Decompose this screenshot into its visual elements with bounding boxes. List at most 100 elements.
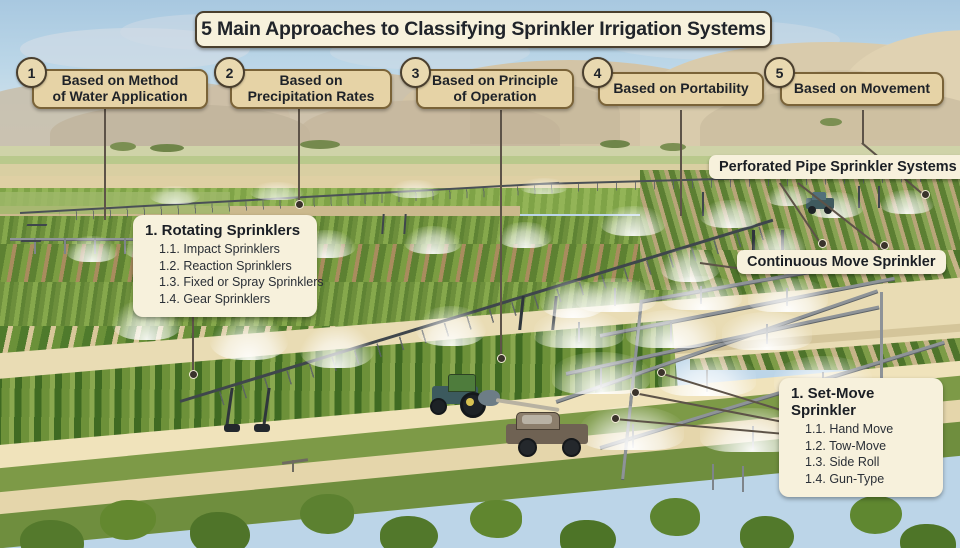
list-item: 1.1. Hand Move (805, 422, 894, 436)
tractor-cab (448, 374, 476, 392)
riser (766, 324, 768, 344)
category-number: 1 (27, 64, 36, 81)
distant-tree (300, 140, 340, 149)
list-item: 1.4. Gun-Type (805, 471, 885, 486)
riser (670, 322, 672, 342)
category-badge-5: 5 (764, 57, 795, 88)
category-box-2[interactable]: Based on Precipitation Rates (230, 69, 392, 109)
list-item: 1.2. Reaction Sprinklers (159, 258, 292, 273)
riser (632, 424, 634, 448)
riser (786, 288, 788, 306)
riser (712, 464, 714, 490)
list-item: 1.3. Fixed or Spray Sprinklers (159, 275, 324, 290)
panel-heading: 1. Rotating Sprinklers (145, 222, 301, 239)
pivot-tower (858, 186, 880, 208)
category-number: 5 (775, 64, 784, 81)
detail-panel-set-move-sprinkler[interactable]: 1. Set-Move Sprinkler 1.1. Hand Move 1.2… (779, 378, 943, 497)
leader-endpoint-callout-1b (818, 239, 827, 248)
grid-header-pipe (880, 292, 883, 462)
category-label: Based on Method of Water Application (52, 72, 188, 104)
category-label: Based on Precipitation Rates (247, 72, 375, 104)
panel-item-list: 1.1. Impact Sprinklers 1.2. Reaction Spr… (145, 241, 324, 308)
category-number: 3 (411, 64, 420, 81)
leader-endpoint-callout-1a (880, 241, 889, 250)
orchard-tree (470, 500, 522, 538)
leader-endpoint-panel-2c (611, 414, 620, 423)
pivot-wheel (254, 424, 270, 432)
category-label: Based on Principle of Operation (431, 72, 559, 104)
truck-window (522, 415, 552, 424)
category-number: 4 (593, 64, 602, 81)
orchard-tree (900, 524, 956, 548)
detail-panel-rotating-sprinklers[interactable]: 1. Rotating Sprinklers 1.1. Impact Sprin… (133, 215, 324, 317)
list-item: 1.1. Impact Sprinklers (159, 242, 280, 256)
riser (600, 368, 602, 390)
category-badge-1: 1 (16, 57, 47, 88)
list-item: 1.3. Side Roll (805, 455, 880, 470)
orchard-tree (650, 498, 700, 536)
callout-continuous-move[interactable]: Continuous Move Sprinkler (737, 250, 946, 274)
leader-endpoint-panel-2b (631, 388, 640, 397)
orchard-tree (560, 520, 616, 548)
field-vehicle-wheel (824, 206, 832, 214)
category-label: Based on Portability (613, 80, 749, 97)
pump-unit (478, 390, 500, 406)
callout-perforated-pipe[interactable]: Perforated Pipe Sprinkler Systems (709, 155, 960, 179)
category-box-5[interactable]: Based on Movement (780, 72, 944, 106)
pivot-tower-large (518, 296, 558, 330)
category-badge-2: 2 (214, 57, 245, 88)
field-vehicle-cab (812, 192, 826, 200)
orchard-tree (190, 512, 250, 548)
leader-endpoint-panel-1 (189, 370, 198, 379)
leader-line-panel-1 (192, 300, 194, 374)
orchard-tree (300, 494, 354, 534)
tractor-wheel-hub (466, 398, 474, 406)
category-box-3[interactable]: Based on Principle of Operation (416, 69, 574, 109)
pivot-tower (680, 192, 704, 216)
pivot-tower (381, 214, 407, 234)
orchard-tree (380, 516, 438, 548)
page-title: 5 Main Approaches to Classifying Sprinkl… (195, 11, 772, 48)
category-number: 2 (225, 64, 234, 81)
category-box-4[interactable]: Based on Portability (598, 72, 764, 106)
orchard-tree (740, 516, 794, 548)
truck-wheel-front (518, 438, 537, 457)
foreground-sprinkler-riser (292, 460, 294, 472)
leader-line-4 (680, 110, 682, 216)
panel-heading: 1. Set-Move Sprinkler (791, 385, 875, 419)
leader-line-3 (500, 110, 502, 358)
field-vehicle (806, 198, 834, 209)
category-badge-4: 4 (582, 57, 613, 88)
distant-tree (600, 140, 630, 148)
leader-endpoint-5 (921, 190, 930, 199)
orchard-tree (850, 496, 902, 534)
riser (94, 238, 96, 254)
riser (742, 466, 744, 492)
distant-tree (150, 144, 184, 152)
category-label: Based on Movement (793, 80, 931, 97)
leader-endpoint-panel-2a (657, 368, 666, 377)
list-item: 1.2. Tow-Move (805, 438, 887, 453)
riser (34, 238, 36, 254)
distant-tree (110, 142, 136, 151)
leader-endpoint-2 (295, 200, 304, 209)
riser (64, 238, 66, 254)
riser (706, 370, 708, 392)
riser (614, 288, 616, 306)
category-box-1[interactable]: Based on Method of Water Application (32, 69, 208, 109)
distant-tree (820, 118, 842, 126)
tractor-wheel-front (430, 398, 447, 415)
field-vehicle-wheel (808, 206, 816, 214)
panel-item-list: 1.1. Hand Move 1.2. Tow-Move 1.3. Side R… (791, 421, 931, 488)
riser (700, 286, 702, 304)
riser (124, 238, 126, 254)
leader-endpoint-3 (497, 354, 506, 363)
category-badge-3: 3 (400, 57, 431, 88)
distant-tree (660, 143, 686, 151)
list-item: 1.4. Gear Sprinklers (159, 291, 271, 306)
truck-wheel-rear (562, 438, 581, 457)
pivot-wheel (224, 424, 240, 432)
pivot-tower-large (225, 388, 271, 426)
leader-line-5 (862, 110, 864, 144)
